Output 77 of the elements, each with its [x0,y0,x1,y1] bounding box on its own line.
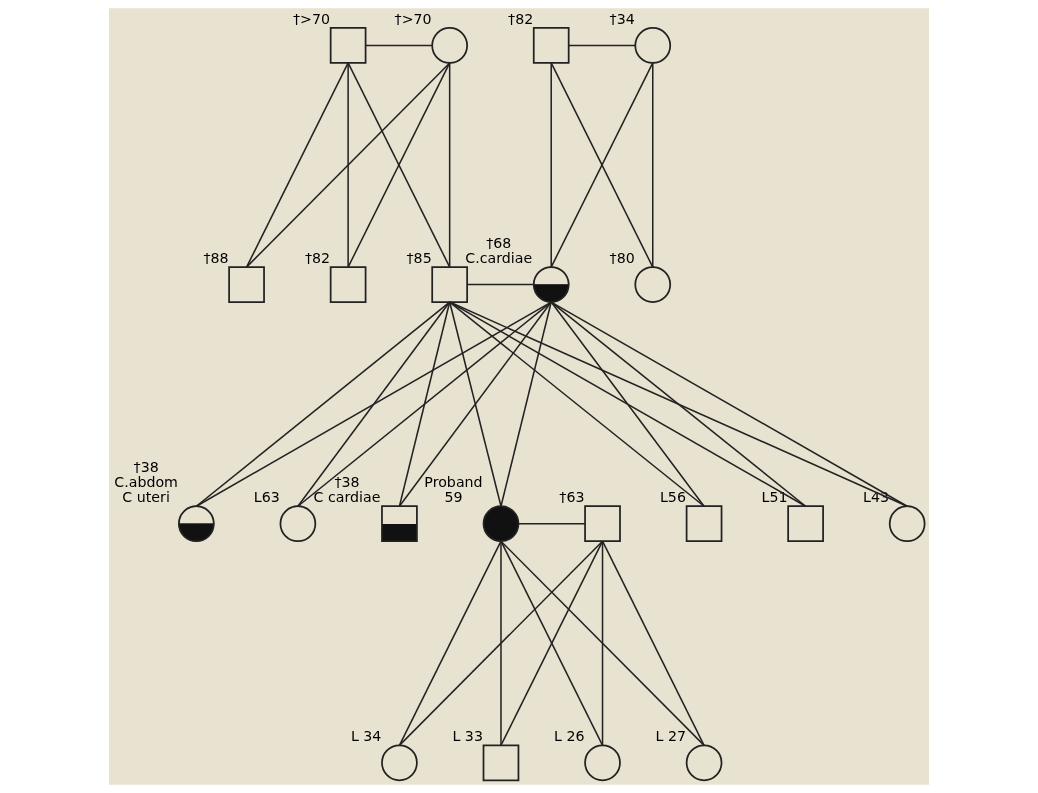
node-label: L 33 [452,728,483,745]
node-label: L51 [761,489,788,506]
connector [398,301,451,507]
node-box [381,505,418,543]
node-circle [634,266,672,303]
node-circle [685,744,723,782]
node-box [787,505,824,543]
connector [500,540,604,747]
node-label: †80 [609,250,635,267]
node-label: L63 [253,489,280,506]
connector [245,62,349,268]
node-box [329,27,367,64]
connector [448,301,705,507]
connector [297,301,451,507]
node-circle [482,505,520,543]
connector [652,62,654,268]
node-circle [634,27,672,64]
connector [601,540,604,747]
node-label: Proband [424,474,483,491]
connector [398,540,502,747]
node-circle [279,505,317,543]
connector [297,301,552,507]
node-box [228,266,265,303]
connector [550,301,705,507]
node-label: †>70 [293,11,331,28]
node-label: †34 [609,11,635,28]
connector [448,301,502,507]
node-label: L 26 [553,728,585,745]
node-box [329,266,367,303]
connector [195,301,451,507]
node-circle [584,744,621,782]
connector [550,62,552,268]
connector [466,283,535,286]
connector [567,44,637,47]
node-box [584,505,621,543]
node-label: †63 [559,489,585,506]
connector [195,301,552,507]
node-label: 59 [444,489,463,506]
connector [517,522,586,525]
node-label: †68 [486,234,512,251]
connector [500,540,502,747]
node-label: C cardiae [313,489,381,506]
node-label: C uteri [122,489,170,506]
connector [448,301,908,507]
node-label: †82 [508,11,534,28]
connector [347,62,349,268]
node-circle [381,744,418,782]
node-circle [431,27,468,64]
node-label: L56 [659,489,686,506]
connector [347,62,451,268]
node-label: C.abdom [114,474,178,491]
connector [601,540,705,747]
node-box [482,744,520,782]
node-label: †>70 [394,11,432,28]
node-label: L 34 [350,728,382,745]
connector [500,540,705,747]
node-label: †38 [133,458,159,475]
connector [398,540,604,747]
node-circle [888,505,926,543]
node-box [685,505,723,543]
connector [550,62,654,268]
node-label: †85 [406,250,432,267]
node-label: C.cardiae [465,250,533,267]
node-label: †88 [203,250,229,267]
connector [550,301,908,507]
node-label: L 27 [655,728,687,745]
connector [245,62,451,268]
node-label: †38 [334,474,360,491]
connector [448,301,807,507]
connector [398,301,552,507]
connector [500,301,552,507]
node-label: †82 [304,250,331,267]
connector [550,301,807,507]
connector [364,44,433,47]
node-box [431,266,468,303]
node-box [532,27,570,64]
connector [448,62,451,268]
